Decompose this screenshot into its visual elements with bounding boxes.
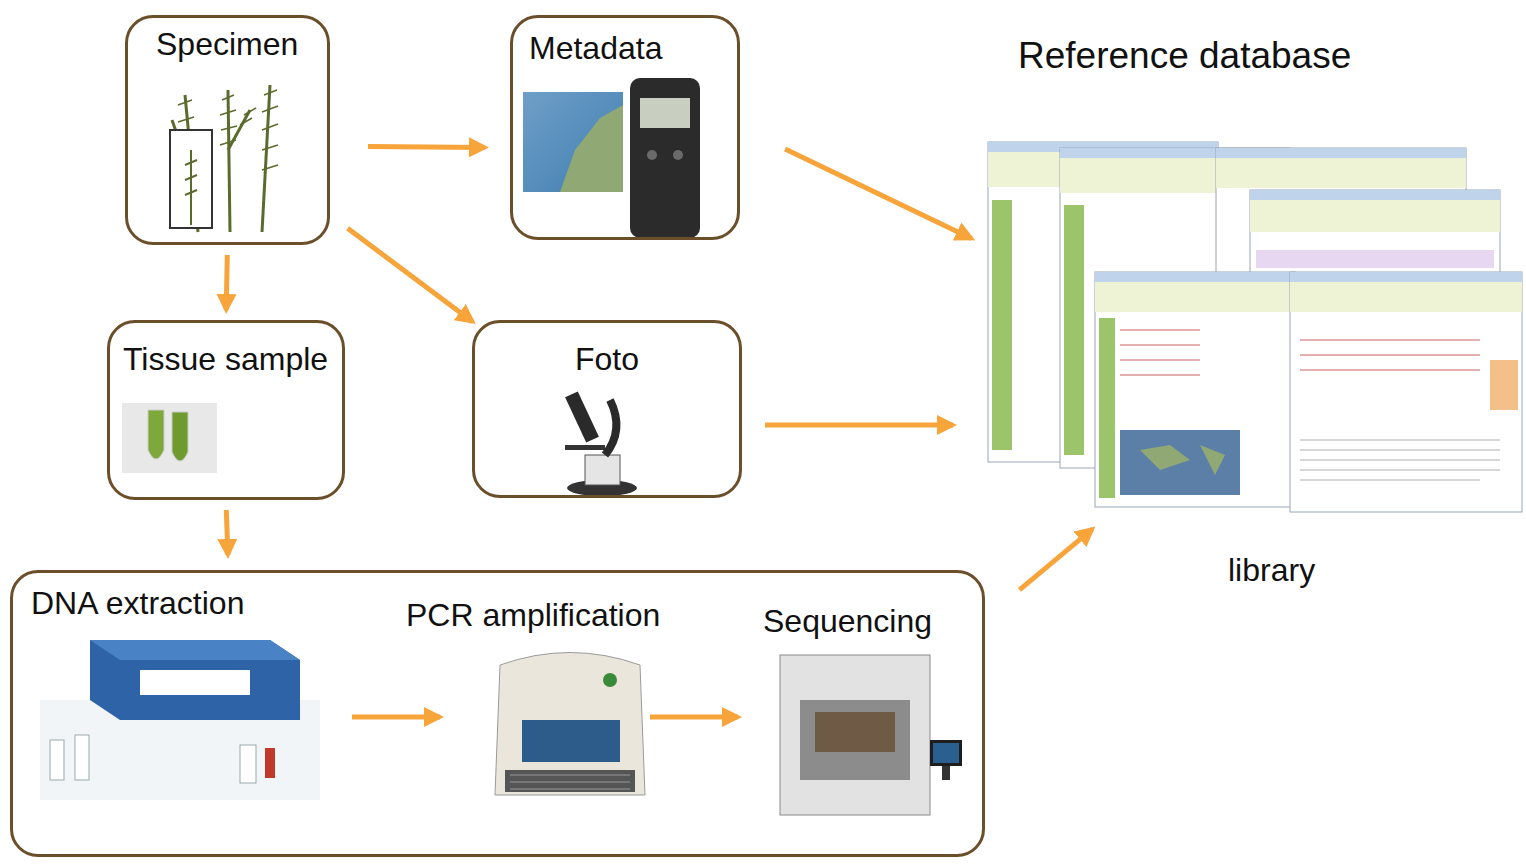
foto-box: Foto bbox=[472, 320, 742, 498]
tube-image bbox=[122, 403, 217, 473]
pcr-machine-image bbox=[495, 653, 645, 796]
node-sublabel: Sequencing bbox=[763, 603, 932, 640]
reference-database: Reference databaselibrary bbox=[985, 140, 1525, 515]
node-label: Tissue sample bbox=[123, 341, 328, 378]
node-sublabel: PCR amplification bbox=[406, 597, 660, 634]
map-land bbox=[560, 105, 623, 192]
node-label: DNA extraction bbox=[31, 585, 244, 622]
lab-process-box: DNA extraction PCR amplification Sequencin… bbox=[10, 570, 985, 857]
flow-arrow bbox=[226, 255, 227, 310]
node-sublabel: library bbox=[1228, 552, 1315, 589]
meter-display bbox=[640, 98, 690, 128]
node-label: Specimen bbox=[156, 26, 298, 63]
meter-image bbox=[630, 78, 700, 238]
flow-arrow bbox=[226, 510, 228, 555]
node-label: Foto bbox=[575, 341, 639, 378]
tissue-box: Tissue sample bbox=[107, 320, 345, 500]
metadata-box: Metadata bbox=[510, 15, 740, 240]
flow-arrow bbox=[348, 228, 473, 321]
flow-arrow bbox=[765, 423, 953, 428]
sequencer-image bbox=[780, 655, 962, 815]
inset-frame bbox=[170, 130, 212, 228]
node-label: Reference database bbox=[1018, 35, 1351, 78]
microscope-image bbox=[565, 391, 637, 496]
step-arrow bbox=[650, 715, 738, 720]
kit-image bbox=[40, 640, 320, 800]
specimen-box: Specimen bbox=[125, 15, 330, 245]
step-arrow bbox=[352, 715, 440, 720]
screenshot-stack bbox=[988, 142, 1522, 512]
flow-arrow bbox=[368, 146, 485, 147]
meter-button bbox=[647, 150, 657, 160]
flow-arrow bbox=[785, 149, 971, 238]
flow-arrow bbox=[1020, 529, 1093, 590]
meter-button bbox=[673, 150, 683, 160]
node-label: Metadata bbox=[529, 30, 662, 67]
map-image bbox=[523, 92, 623, 192]
inset-plant bbox=[185, 150, 197, 225]
